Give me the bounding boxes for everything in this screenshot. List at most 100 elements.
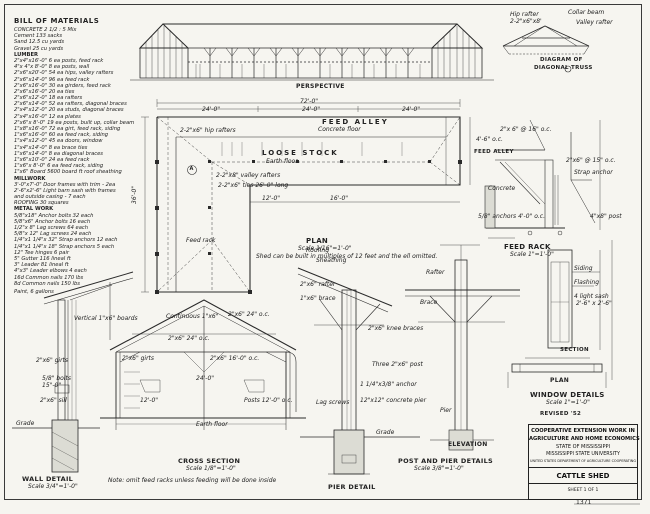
post-pier-title: POST AND PIER DETAILS [398, 457, 494, 465]
bom-paint: Paint, 6 gallons [14, 288, 54, 295]
bom-title: BILL OF MATERIALS [14, 18, 100, 25]
cs-span-label: 24'-0" [196, 375, 215, 382]
loose-stock-label: LOOSE STOCK [262, 149, 339, 157]
vertical-boards-label: Vertical 1"x6" boards [74, 315, 138, 322]
cross-section-title: CROSS SECTION [178, 457, 241, 465]
pp-anchor-label: 1 1/4"x3/8" anchor [360, 381, 417, 388]
sill-label: 2"x6" sill [40, 397, 67, 404]
floor-plan [141, 99, 471, 294]
bom-row: 5/8"x18" Anchor bolts 32 each [14, 212, 94, 219]
bom-row: Cement 133 sacks [14, 33, 63, 40]
bom-row: 4"x 4"x 8'-0" 8 ea posts, wall [14, 64, 90, 71]
bolts-label: 5/8" bolts [42, 375, 71, 382]
bom-row: and outside casing - 7 each [14, 194, 86, 201]
el-rafter-label: Rafter [426, 269, 445, 276]
elevation-title: ELEVATION [448, 441, 488, 448]
bill-of-materials: BILL OF MATERIALS CONCRETE 2 1/2 : 5 Mix… [14, 18, 134, 295]
feed-rack-plan-label: Feed rack [186, 237, 216, 244]
fr-post: 4"x8" post [590, 213, 622, 220]
cs-girts-label: 2"x6" girts [122, 355, 155, 362]
bom-row: 2"x6"x16'-0" 30 ea girders, feed rack [14, 82, 111, 89]
dim-72: 72'-0" [300, 98, 319, 105]
fr-feed-alley: FEED ALLEY [474, 149, 514, 155]
pp-grade-label: Grade [376, 429, 395, 436]
window-section-label: SECTION [560, 347, 589, 353]
wall-grade-label: Grade [16, 420, 35, 427]
bom-row: 1/2"x 8" Lag screws 64 each [14, 225, 89, 231]
bom-row: 2"x6"x12'-0" 18 ea rafters [14, 95, 83, 102]
bom-row: 1"x6"x16'-0" 60 ea feed rack, siding [14, 132, 109, 139]
cross-section-note: Note: omit feed racks unless feeding wil… [108, 477, 277, 484]
collar-beam-label: Collar beam [568, 9, 605, 16]
continuous-label: Continuous 1"x6" [166, 313, 219, 320]
title-block-title: CATTLE SHED [556, 472, 610, 480]
bom-row: 5/8"x 12" Lag screws 24 each [14, 231, 92, 238]
valley-rafters-note: 2-2"x8" valley rafters [216, 172, 281, 179]
title-line-5: UNITED STATES DEPARTMENT OF AGRICULTURE … [530, 459, 636, 463]
post-and-pier-details [297, 267, 420, 475]
fr-dim-label: 4'-6" o.c. [476, 136, 503, 143]
feed-rack-scale: Scale 1"=1'-0" [510, 251, 554, 258]
sheathing-label: Sheathing [316, 257, 347, 264]
fr-strap: Strap anchor [574, 169, 613, 176]
sheet-number: 1371 [576, 499, 592, 506]
hip-rafter-size: 2-2"x6"x8' [510, 18, 542, 25]
dim-12-plan: 12'-0" [262, 195, 281, 202]
window-plan-label: PLAN [550, 377, 570, 384]
cs-posts-label: Posts 12'-0" o.c. [244, 397, 293, 404]
flashing-label: Flashing [574, 279, 600, 286]
fr-top-label: 2"x 6" @ 16" o.c. [500, 126, 552, 133]
dim-24b: 24'-0" [302, 106, 321, 113]
bom-row: 8d Common nails 150 lbs [14, 280, 80, 287]
bom-row: METAL WORK [14, 206, 54, 213]
siding-label: Siding [574, 265, 593, 272]
feed-rack-detail [484, 119, 601, 239]
pp-three-label: Three 2"x6" post [372, 361, 423, 368]
bom-row: CONCRETE 2 1/2 : 5 Mix [14, 27, 77, 33]
window-details-title: WINDOW DETAILS [530, 391, 605, 399]
window-scale: Scale 1"=1'-0" [546, 399, 590, 406]
perspective-title: PERSPECTIVE [296, 83, 345, 90]
title-line-2: AGRICULTURE AND HOME ECONOMICS [529, 436, 640, 442]
cross-section [100, 299, 306, 430]
title-block: COOPERATIVE EXTENSION WORK IN AGRICULTUR… [528, 424, 640, 500]
pp-knee-label: 2"x6" knee braces [368, 325, 424, 332]
dim-24c: 24'-0" [402, 106, 421, 113]
bom-row: 1"x4"x12'-0" 45 ea doors, window [14, 138, 103, 145]
concrete-floor-label: Concrete floor [318, 126, 361, 133]
hip-rafters-note: 2-2"x6" hip rafters [180, 127, 236, 134]
pier-detail-title: PIER DETAIL [328, 483, 376, 491]
plan-title: PLAN [306, 237, 329, 245]
plan-note: Shed can be built in multiples of 12 fee… [256, 253, 438, 260]
pp-lag-label: Lag screws [316, 399, 350, 406]
dim-36-plan: 36'-0" [131, 185, 138, 204]
bom-row: 2'-6"x2'-6" Light barn sash with frames [14, 187, 116, 194]
pp-pier-label: 12"x12" concrete pier [360, 397, 427, 404]
window-details [507, 240, 613, 388]
bom-row: 2"x4"x16'-0" 6 ea posts, feed rack [14, 57, 104, 64]
el-brace-label: Brace [420, 299, 438, 306]
bom-row: 2"x6"x20'-0" 54 ea hips, valley rafters [14, 70, 114, 77]
bom-row: Sand 12.5 cu yards [14, 39, 65, 46]
bom-row: 1"x6" Board 5600 board ft roof sheathing [14, 169, 122, 176]
plan-scale: Scale 1/16"=1'-0" [298, 245, 352, 252]
cs-half-label: 12'-0" [140, 397, 159, 404]
bom-row: 2"x6"x 8'-0" 19 ea posts, built up, coll… [14, 119, 134, 126]
bom-row: ROOFING 30 squares [14, 200, 69, 207]
bom-row: 4"x3" Leader elbows 4 each [14, 268, 87, 275]
wall-detail [12, 271, 134, 473]
bolts-length: 15"-0" [42, 382, 62, 389]
diagram-title: DIAGRAM OF [540, 57, 583, 63]
bom-row: Gravel 25 cu yards [14, 45, 64, 52]
diagonal-truss-diagram [502, 25, 590, 73]
fr-boards-label: 2"x6" @ 15" o.c. [566, 157, 616, 164]
cs-earth-label: Earth floor [196, 421, 228, 428]
girts-label: 2"x6" girts [36, 357, 69, 364]
bom-row: 1"x4"x14'-0" 8 ea brace ties [14, 144, 88, 151]
wall-detail-scale: Scale 3/4"=1'-0" [28, 483, 78, 490]
roofing-label: Roofing [306, 247, 329, 254]
cs-ties-label: 2"x6" 24" o.c. [168, 335, 210, 342]
